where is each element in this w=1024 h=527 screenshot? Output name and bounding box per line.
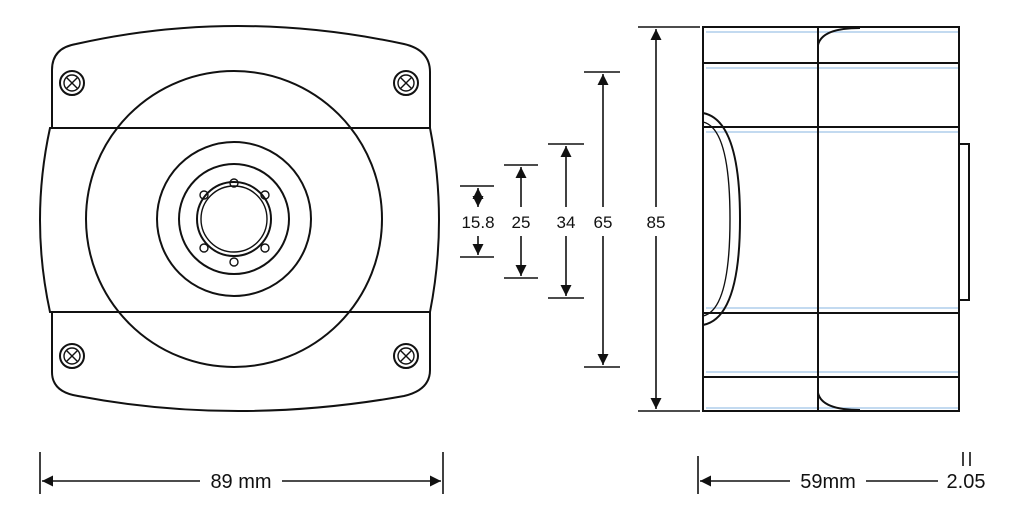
height-label-15-8: 15.8 <box>461 213 494 232</box>
dimension-front-width: 89 mm <box>39 452 444 494</box>
front-view <box>39 25 440 412</box>
dimension-side-width: 59mm 2.05 <box>697 452 994 494</box>
width-front-label: 89 mm <box>210 471 271 493</box>
dimension-heights: 15.8 25 34 65 85 <box>460 26 700 412</box>
height-label-34: 34 <box>557 213 576 232</box>
protrusion-label: 2.05 <box>947 471 986 493</box>
height-label-65: 65 <box>594 213 613 232</box>
height-label-25: 25 <box>512 213 531 232</box>
screw-icon <box>59 343 85 369</box>
screw-icon <box>393 70 419 96</box>
screw-icon <box>393 343 419 369</box>
side-view <box>702 26 970 412</box>
height-label-85: 85 <box>647 213 666 232</box>
width-side-label: 59mm <box>800 471 856 493</box>
screw-icon <box>59 70 85 96</box>
